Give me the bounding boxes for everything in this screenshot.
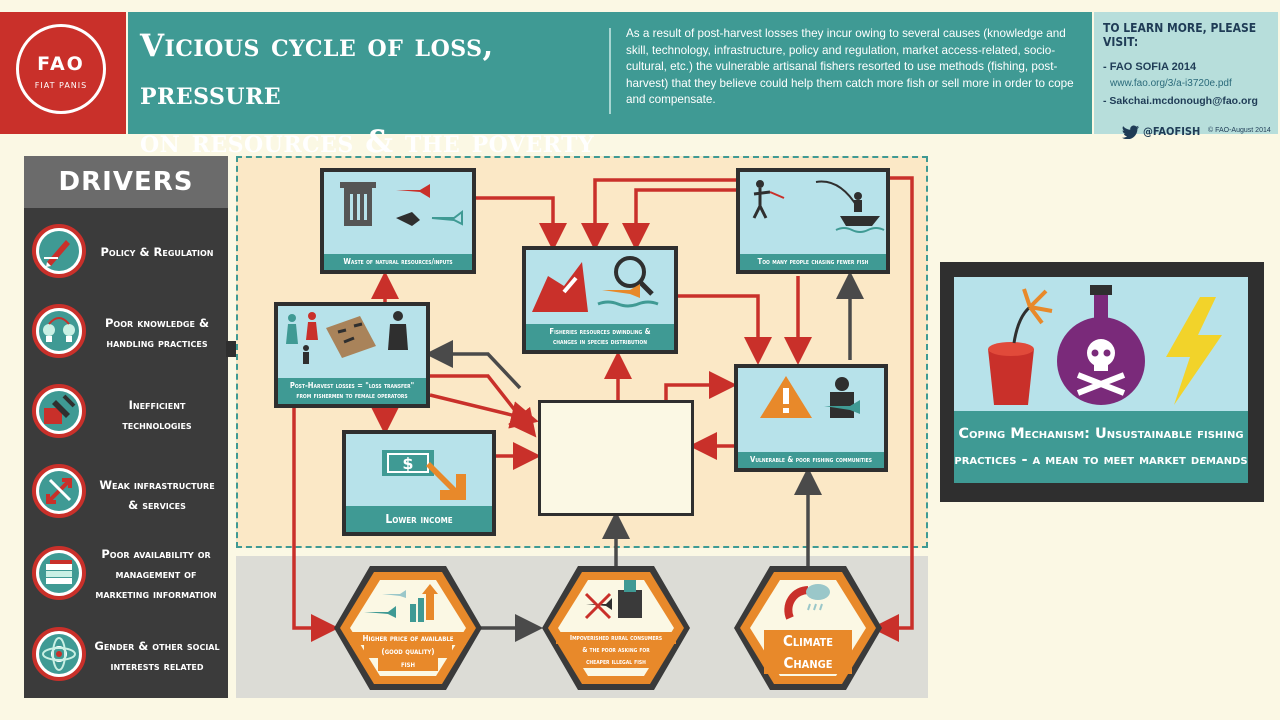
svg-text:$: $ — [402, 454, 413, 473]
drivers-title: DRIVERS — [24, 156, 228, 208]
driver-label-line: technologies — [122, 418, 192, 432]
people-drying-fish-icon — [286, 311, 408, 364]
learn-more-box: TO LEARN MORE, PLEASE VISIT: - FAO SOFIA… — [1094, 12, 1278, 139]
fao-logo-text: FAO — [37, 53, 85, 75]
arrow-post-to-higher-price — [292, 408, 339, 642]
arrow-too-many-to-dwindling — [581, 178, 736, 251]
node-vulnerable-label: Vulnerable & poor fishing communities — [738, 452, 884, 468]
driver-label-policy: Policy & Regulation — [92, 242, 222, 262]
driver-label-infrastructure: Weak infrastructure & services — [92, 475, 222, 515]
node-too-many-label: Too many people chasing fewer fish — [740, 254, 886, 270]
driver-label-technologies: Inefficient technologies — [92, 395, 222, 435]
learn-more-heading: TO LEARN MORE, PLEASE VISIT: — [1103, 21, 1257, 49]
driver-label-gender: Gender & other social interests related — [90, 636, 224, 676]
hex-label-line: Climate — [782, 632, 834, 650]
coping-caption-line: practices - a mean to meet market demand… — [954, 452, 1248, 468]
hex-label-line: (good quality) — [364, 645, 452, 658]
node-post-harvest: Post-Harvest losses = "loss transfer" fr… — [274, 302, 430, 408]
driver-label-line: Poor knowledge & — [105, 316, 209, 330]
dynamite-poison-lightning-icon — [988, 285, 1222, 405]
intro-text: As a result of post-harvest losses they … — [626, 27, 1074, 106]
arrow-waste-to-dwindling — [474, 196, 567, 251]
pen-icon — [44, 240, 70, 267]
node-post-harvest-label: Post-Harvest losses = "loss transfer" fr… — [278, 378, 426, 404]
node-lower-income: $ Lower income — [342, 430, 496, 536]
coping-caption-line: Coping Mechanism: Unsustainable fishing — [958, 426, 1244, 442]
hex-label-line: cheaper illegal fish — [574, 656, 658, 668]
warning-fisher-icon — [760, 376, 860, 418]
node-dwindling-label: Fisheries resources dwindling & changes … — [526, 324, 674, 350]
center-box — [538, 400, 694, 516]
learn-more-sofia-link[interactable]: www.fao.org/3/a-i3720e.pdf — [1110, 78, 1232, 89]
coping-caption: Coping Mechanism: Unsustainable fishing … — [954, 411, 1248, 483]
driver-icon-policy — [32, 224, 86, 278]
node-post-harvest-label-line: from fishermen to female operators — [296, 391, 408, 400]
title-divider — [609, 28, 611, 114]
arrow-center-to-post — [425, 340, 522, 390]
hex-label-line: Change — [783, 654, 833, 672]
trash-fish-icon — [340, 182, 463, 226]
twitter-handle[interactable]: @FAOFISH — [1143, 125, 1201, 138]
driver-label-line: Inefficient — [128, 398, 186, 412]
driver-label-line: Policy & Regulation — [100, 245, 214, 259]
driver-label-line: Poor availability or — [101, 547, 211, 561]
hex-label-line: fish — [378, 658, 438, 671]
hammer-icon — [44, 394, 76, 424]
center-box-inner — [541, 403, 691, 513]
node-lower-income-label: Lower income — [346, 506, 492, 532]
hex-impoverished-label: Impoverished rural consumers & the poor … — [556, 632, 676, 668]
hex-climate-label: Climate Change — [764, 630, 852, 674]
driver-icon-knowledge — [32, 304, 86, 358]
credit: © FAO-August 2014 — [1208, 127, 1271, 134]
money-down-icon: $ — [382, 450, 466, 500]
arrow-dwindling-to-vulnerable — [676, 294, 772, 365]
node-dwindling: Fisheries resources dwindling & changes … — [522, 246, 678, 354]
hex-label-line: Higher price of available — [350, 632, 466, 645]
arrows-icon — [46, 478, 72, 504]
driver-label-line: management of — [115, 567, 197, 581]
driver-label-line: Gender & other social — [94, 639, 220, 653]
twitter-icon[interactable] — [1122, 125, 1140, 139]
node-post-harvest-label-line: Post-Harvest losses = "loss transfer" — [289, 381, 415, 390]
driver-label-marketing: Poor availability or management of marke… — [86, 544, 226, 604]
page-title-line-1: Vicious cycle of loss, pressure — [140, 28, 494, 112]
declining-chart-icon — [532, 256, 659, 312]
hex-label-line: & the poor asking for — [566, 644, 666, 656]
driver-label-line: handling practices — [106, 336, 208, 350]
arrow-right-loop — [871, 176, 914, 642]
arrow-center-to-vulnerable — [664, 371, 737, 400]
hex-higher-price-label: Higher price of available (good quality)… — [350, 632, 466, 671]
arrow-post-to-center-2 — [429, 393, 539, 429]
lightbulb-icon — [43, 317, 75, 342]
driver-icon-technologies — [32, 384, 86, 438]
node-waste: Waste of natural resources/inputs — [320, 168, 476, 274]
arrow-too-many-to-dwindling-2 — [622, 188, 770, 251]
node-dwindling-label-line: changes in species distribution — [552, 337, 648, 346]
node-too-many: Too many people chasing fewer fish — [736, 168, 890, 274]
driver-label-line: marketing information — [95, 587, 217, 601]
fishers-icon — [752, 180, 885, 233]
driver-label-knowledge: Poor knowledge & handling practices — [92, 313, 222, 353]
node-dwindling-label-line: Fisheries resources dwindling & — [549, 327, 651, 336]
fao-logo: FAO FIAT PANIS — [16, 24, 106, 114]
driver-icon-marketing — [32, 546, 86, 600]
money-stack-icon — [46, 560, 72, 584]
learn-more-sofia: - FAO SOFIA 2014 — [1103, 61, 1197, 73]
driver-icon-gender — [32, 627, 86, 681]
driver-icon-infrastructure — [32, 464, 86, 518]
hex-label-line: Impoverished rural consumers — [556, 632, 676, 644]
gender-icon — [42, 637, 76, 671]
fao-logo-motto: FIAT PANIS — [34, 81, 88, 90]
learn-more-email-link[interactable]: - Sakchai.mcdonough@fao.org — [1103, 95, 1258, 107]
node-vulnerable: Vulnerable & poor fishing communities — [734, 364, 888, 472]
driver-label-line: interests related — [110, 659, 204, 673]
driver-label-line: & services — [128, 498, 186, 512]
node-waste-label: Waste of natural resources/inputs — [324, 254, 472, 270]
driver-label-line: Weak infrastructure — [99, 478, 215, 492]
